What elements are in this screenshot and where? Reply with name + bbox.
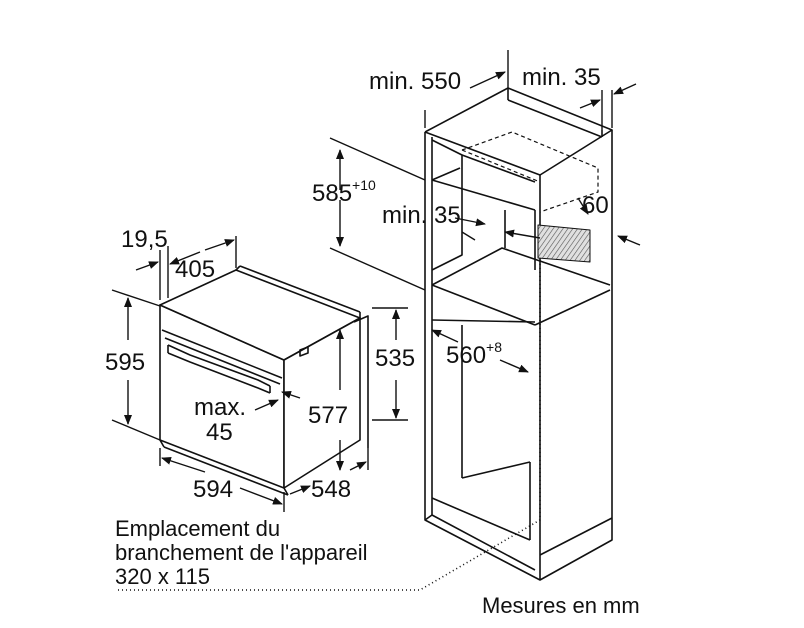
connection-note: Emplacement du branchement de l'appareil… [115, 517, 367, 589]
dim-niche-width [431, 329, 529, 373]
dim-side-gap [454, 217, 541, 241]
label-vent-height: 60 [582, 192, 609, 219]
connection-note-line2: branchement de l'appareil [115, 540, 368, 565]
niche-width-value: 560 [446, 342, 487, 369]
dim-panel-depth [135, 236, 237, 300]
niche-height-tolerance: +10 [352, 177, 376, 193]
label-width-total: 594 [193, 476, 234, 503]
dim-height-total [111, 289, 161, 441]
connection-note-line1: Emplacement du [115, 516, 281, 541]
label-depth-body: 405 [175, 256, 216, 283]
label-height-total: 595 [105, 349, 146, 376]
label-body-height: 535 [375, 345, 416, 372]
label-niche-width: 560+8 [446, 340, 502, 369]
label-depth-total: 548 [311, 476, 352, 503]
dim-niche-height [329, 137, 426, 291]
connection-note-line3: 320 x 115 [115, 564, 211, 589]
dim-door-gap [254, 391, 301, 411]
cabinet [424, 87, 613, 581]
dim-cabinet-depth [424, 50, 509, 128]
label-panel-thickness: 19,5 [121, 226, 168, 253]
label-door-gap-max: max. [194, 394, 247, 421]
dim-depth-total [289, 448, 369, 495]
niche-width-tolerance: +8 [486, 339, 503, 355]
label-door-gap-value: 45 [206, 419, 233, 446]
dim-rear-gap [579, 83, 637, 130]
label-front-height: 577 [308, 402, 349, 429]
dim-vent-height [577, 197, 641, 246]
label-rear-gap: min. 35 [522, 64, 601, 91]
units-note: Mesures en mm [482, 593, 640, 618]
label-side-gap: min. 35 [382, 202, 461, 229]
niche-height-value: 585 [312, 180, 353, 207]
oven-body [159, 265, 369, 496]
dim-width-total [159, 448, 285, 512]
vent-hatch [537, 224, 591, 263]
label-cabinet-depth: min. 550 [369, 68, 462, 95]
label-niche-height: 585+10 [312, 178, 376, 207]
dim-body-height [372, 307, 408, 421]
